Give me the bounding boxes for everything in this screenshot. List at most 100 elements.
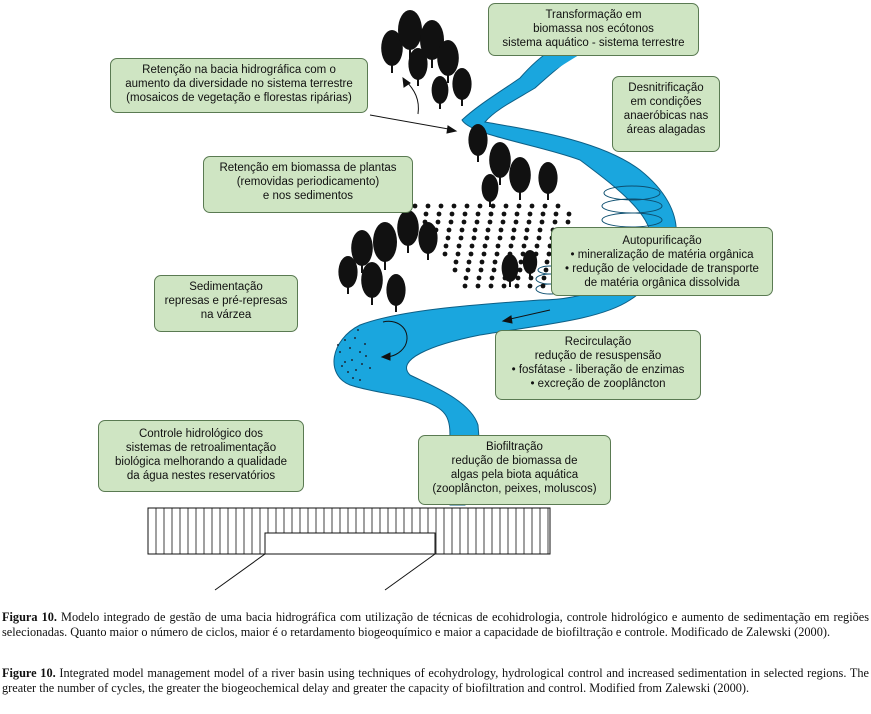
tree [373,222,397,270]
box-line: redução de biomassa de [451,455,578,467]
wetland-dots [412,203,572,289]
wetland-dot [539,219,545,225]
wetland-dot [553,211,559,217]
wetland-dot [478,267,484,273]
wetland-dot [546,251,552,257]
wetland-dot [536,235,542,241]
box-line: Biofiltração [486,441,543,453]
tree [431,76,449,109]
wetland-dot [465,267,471,273]
wetland-dot [464,203,470,209]
wetland-dot [526,219,532,225]
box-line: e nos sedimentos [262,190,354,202]
box-line: • fosfátase - liberação de enzimas [511,364,685,376]
box-line: sistemas de retroalimentação [125,442,277,454]
box-line: Sedimentação [189,281,263,293]
tree [481,174,499,207]
box-line: na várzea [200,309,252,321]
wetland-dot [469,243,475,249]
river-basin-diagram [147,10,677,591]
wetland-dot [436,211,442,217]
box-sedimentacao: Sedimentação represas e pré-represas na … [154,275,298,332]
wetland-dot [458,235,464,241]
wetland-dot [514,283,520,289]
box-transformacao: Transformação em biomassa nos ecótonos s… [488,3,699,56]
box-line: algas pela biota aquática [450,469,579,481]
tree [420,20,444,68]
box-line: redução de resuspensão [534,350,662,362]
wetland-dot [537,227,543,233]
wetland-dot [511,227,517,233]
wetland-dot [552,219,558,225]
wetland-dot [466,259,472,265]
box-line: • redução de velocidade de transporte [565,263,759,275]
box-line: • excreção de zooplâncton [530,378,666,390]
wetland-dot [501,283,507,289]
wetland-dot [455,251,461,257]
wetland-dot [435,219,441,225]
box-autopurificacao: Autopurificação • mineralização de matér… [551,227,773,296]
wetland-dot [463,275,469,281]
wetland-dot [449,211,455,217]
sediment-dots [337,329,371,381]
wetland-dot [423,211,429,217]
wetland-dot [468,251,474,257]
wetland-dot [501,211,507,217]
tree [338,256,358,294]
wetland-dot [477,203,483,209]
caption-pt-text: Modelo integrado de gestão de uma bacia … [2,610,869,639]
wetland-dot [534,243,540,249]
wetland-dot [524,227,530,233]
wetland-dot [516,203,522,209]
tree [509,157,531,200]
wetland-dot [497,235,503,241]
wetland-dot [540,283,546,289]
wetland-dot [540,211,546,217]
tree [418,222,438,260]
box-line: Retenção em biomassa de plantas [219,162,397,174]
wetland-dot [487,219,493,225]
wetland-dot [482,243,488,249]
wetland-dot [491,267,497,273]
wetland-dot [453,259,459,265]
box-retencao-biomassa: Retenção em biomassa de plantas (removid… [203,156,413,213]
wetland-dot [527,211,533,217]
box-retencao-bacia: Retenção na bacia hidrográfica com o aum… [110,58,368,113]
box-line: Controle hidrológico dos [138,428,264,440]
wetland-dot [446,227,452,233]
caption-english: Figure 10. Integrated model management m… [0,666,871,696]
wetland-dot [425,203,431,209]
wetland-dot [492,259,498,265]
wetland-dot [542,203,548,209]
wetland-dot [527,283,533,289]
tree [489,142,511,185]
wetland-dot [484,235,490,241]
tree [381,30,403,73]
wetland-dot [412,203,418,209]
wetland-dot [514,211,520,217]
wetland-dot [461,219,467,225]
box-recirculacao: Recirculação redução de resuspensão • fo… [495,330,701,400]
wetland-dot [566,211,572,217]
wetland-dot [462,283,468,289]
wetland-dot [555,203,561,209]
wetland-dot [451,203,457,209]
wetland-dot [510,235,516,241]
wetland-dot [513,219,519,225]
wetland-dot [500,219,506,225]
caption-en-label: Figure 10. [2,666,56,680]
wetland-dot [515,275,521,281]
wetland-dot [459,227,465,233]
wetland-dot [452,267,458,273]
wetland-dot [448,219,454,225]
wetland-dot [565,219,571,225]
box-line: da água nestes reservatórios [126,470,276,482]
box-line: Recirculação [564,336,632,348]
box-biofiltracao: Biofiltração redução de biomassa de alga… [418,435,611,505]
tree [437,40,459,83]
wetland-dot [462,211,468,217]
box-line: biomassa nos ecótonos [533,23,654,35]
wetland-dot [503,203,509,209]
box-line: anaeróbicas nas [623,110,709,122]
box-desnitrificacao: Desnitrificação em condições anaeróbicas… [612,76,720,152]
